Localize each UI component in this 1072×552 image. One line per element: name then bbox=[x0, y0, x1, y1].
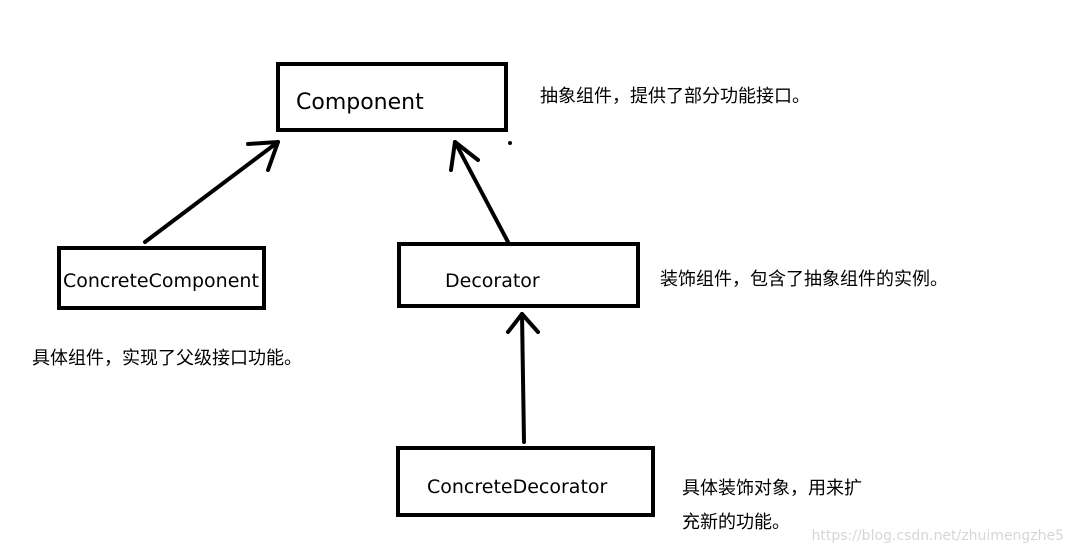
arrow-decorator-to-component bbox=[449, 140, 510, 244]
watermark: https://blog.csdn.net/zhuimengzhe5 bbox=[811, 528, 1065, 544]
component-label: Component bbox=[296, 90, 424, 115]
stray-dot bbox=[508, 141, 512, 145]
concrete-component-box: ConcreteComponent bbox=[57, 246, 266, 310]
concrete-decorator-note-line1: 具体装饰对象，用来扩 bbox=[682, 478, 862, 499]
concrete-component-label: ConcreteComponent bbox=[63, 270, 259, 292]
component-note: 抽象组件，提供了部分功能接口。 bbox=[540, 86, 810, 107]
arrow-concrete-component-to-component bbox=[143, 140, 280, 244]
decorator-label: Decorator bbox=[445, 270, 540, 292]
arrow-concrete-decorator-to-decorator bbox=[506, 312, 540, 444]
concrete-decorator-box: ConcreteDecorator bbox=[396, 446, 655, 517]
concrete-decorator-note-line2: 充新的功能。 bbox=[682, 512, 790, 533]
component-box: Component bbox=[276, 62, 508, 132]
concrete-component-note: 具体组件，实现了父级接口功能。 bbox=[32, 348, 302, 369]
decorator-note: 装饰组件，包含了抽象组件的实例。 bbox=[660, 269, 948, 290]
concrete-decorator-label: ConcreteDecorator bbox=[427, 476, 608, 498]
decorator-box: Decorator bbox=[397, 242, 640, 308]
